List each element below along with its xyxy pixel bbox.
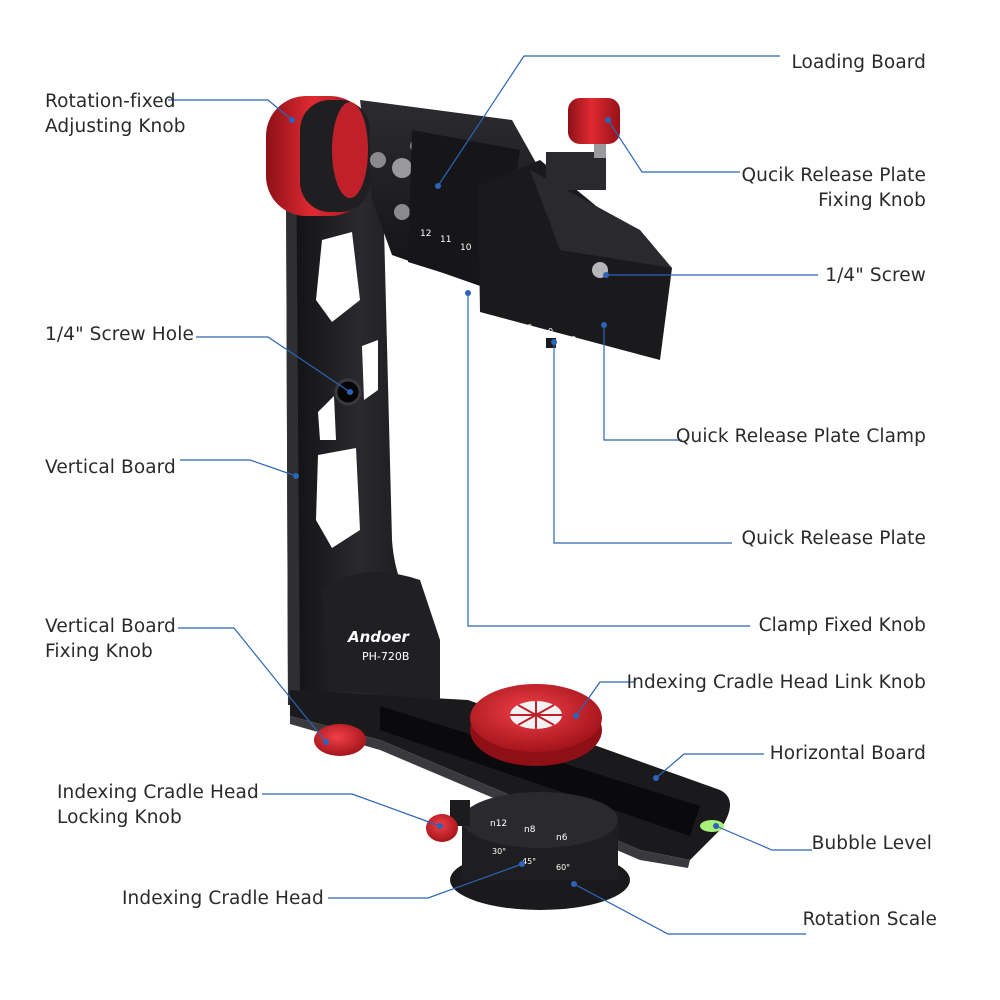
qr-fixing-knob xyxy=(568,98,620,144)
leader-vertical-fixing-knob xyxy=(178,627,327,743)
vertical-board-cutout xyxy=(316,448,360,548)
bubble-level xyxy=(700,820,724,832)
plate-mark: 0 xyxy=(548,327,553,336)
leader-locking-knob xyxy=(262,793,441,827)
index-mark: n12 xyxy=(490,819,507,829)
leader-bubble-level xyxy=(715,825,812,851)
label-qr-clamp: Quick Release Plate Clamp xyxy=(675,426,926,447)
ruler-mark: 12 xyxy=(420,229,431,239)
ruler-mark: 11 xyxy=(440,235,451,245)
angle-mark: 45° xyxy=(522,857,536,866)
leader-qr-fixing-knob xyxy=(607,119,740,173)
plate-mark: 10 xyxy=(522,323,532,332)
leader-loading-board xyxy=(437,55,780,187)
leader-clamp-fixed-knob xyxy=(467,293,750,627)
brand-logo: Andoer xyxy=(347,628,411,646)
vertical-board-cutout xyxy=(316,232,360,322)
leader-rotation-scale xyxy=(573,883,806,935)
label-link-knob: Indexing Cradle Head Link Knob xyxy=(626,672,926,693)
label-screw: 1/4" Screw xyxy=(825,265,926,286)
leader-cradle-head xyxy=(328,863,523,899)
index-mark: n8 xyxy=(524,825,536,835)
plate-mark: 10 xyxy=(566,335,576,344)
angle-mark: 60° xyxy=(556,863,570,872)
label-clamp-fixed-knob: Clamp Fixed Knob xyxy=(758,615,926,636)
leader-lines xyxy=(168,55,818,935)
label-cradle-head: Indexing Cradle Head xyxy=(122,888,324,909)
ruler-mark: 10 xyxy=(460,243,472,253)
leader-horizontal-board xyxy=(655,753,764,779)
label-rotation-scale: Rotation Scale xyxy=(802,909,937,930)
leader-qr-clamp xyxy=(603,325,682,441)
vertical-fixing-knob xyxy=(314,724,366,756)
label-loading-board: Loading Board xyxy=(791,52,926,73)
angle-mark: 30° xyxy=(492,847,506,856)
qr-clamp xyxy=(478,160,672,360)
label-vertical-board: Vertical Board xyxy=(45,457,176,478)
leader-rotation-knob xyxy=(168,99,293,121)
leader-qr-plate xyxy=(553,342,732,544)
device-illustration: 12 11 10 9 10 0 10 Andoer PH-720B xyxy=(266,96,730,910)
leader-dots xyxy=(289,117,719,887)
index-mark: n6 xyxy=(556,833,568,843)
label-screw-hole: 1/4" Screw Hole xyxy=(45,324,194,345)
leader-screw-hole xyxy=(196,336,351,393)
label-bubble-level: Bubble Level xyxy=(811,833,932,854)
vertical-board-cutout xyxy=(362,340,378,400)
leader-vertical-board xyxy=(180,459,297,477)
label-qr-plate: Quick Release Plate xyxy=(741,528,926,549)
model-number: PH-720B xyxy=(362,650,409,663)
vertical-board-cutout xyxy=(318,396,336,440)
leader-link-knob xyxy=(575,681,634,717)
vertical-board xyxy=(280,108,440,705)
label-horizontal-board: Horizontal Board xyxy=(769,743,926,764)
